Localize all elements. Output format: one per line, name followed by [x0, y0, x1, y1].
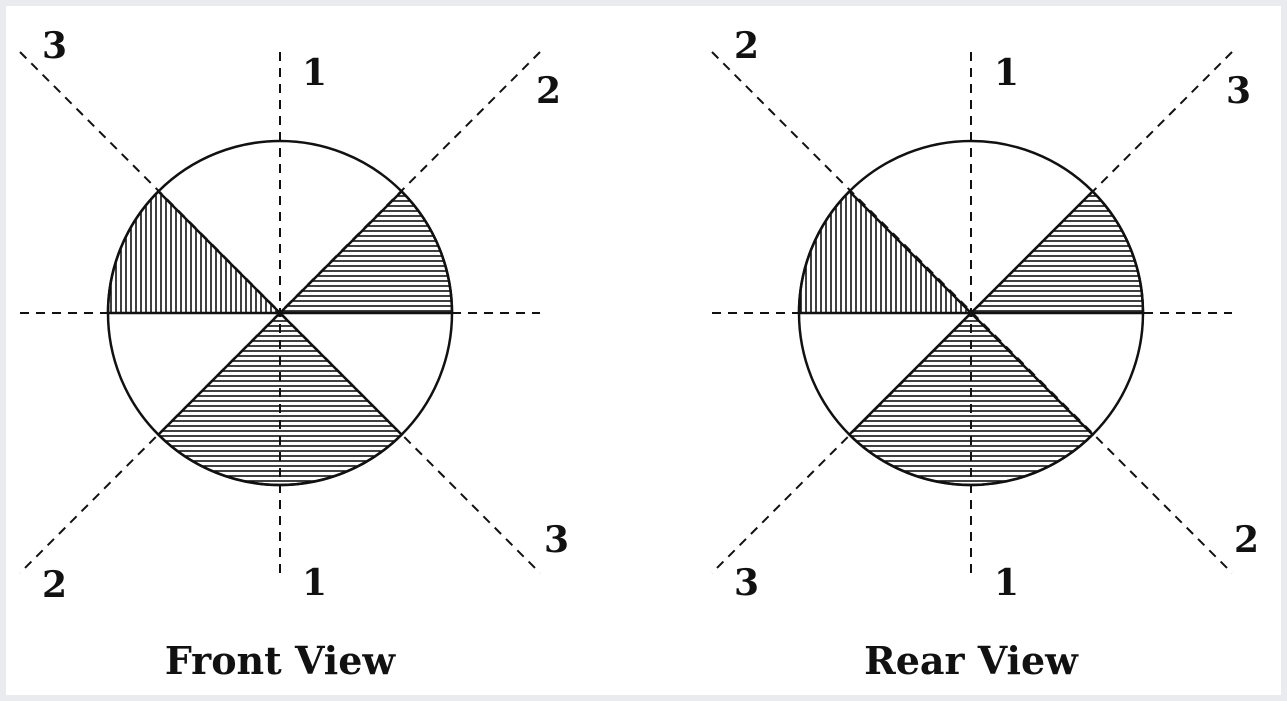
rear-view-title: Rear View	[864, 638, 1079, 683]
front-label-lower-left: 2	[42, 564, 67, 606]
rear-label-top: 1	[994, 52, 1019, 94]
front-view-title: Front View	[165, 638, 397, 683]
rear-label-bottom: 1	[994, 562, 1019, 604]
front-axis-lines	[19, 51, 541, 575]
front-axis-2	[19, 51, 541, 574]
figure-frame	[6, 6, 1281, 695]
rear-axis-3	[711, 51, 1233, 574]
rear-label-lower-right: 2	[1234, 519, 1259, 561]
rear-label-upper-right: 3	[1226, 70, 1251, 112]
rear-label-lower-left: 3	[734, 562, 759, 604]
front-label-bottom: 1	[302, 562, 327, 604]
front-label-upper-left: 3	[42, 25, 67, 67]
rear-sector-upper-left-vertical-hatch	[797, 189, 975, 315]
front-label-top: 1	[302, 52, 327, 94]
front-sector-upper-left-vertical-hatch	[106, 189, 284, 315]
rear-axis-lines	[711, 51, 1233, 575]
front-view: 1 1 3 3 2 2 Front View	[19, 25, 569, 683]
rear-sector-upper-right-horizontal-hatch	[967, 189, 1145, 315]
rear-view: 1 1 2 2 3 3 Rear View	[711, 25, 1259, 683]
rear-label-upper-left: 2	[734, 25, 759, 67]
front-label-upper-right: 2	[536, 70, 561, 112]
front-label-lower-right: 3	[544, 519, 569, 561]
front-sector-upper-right-horizontal-hatch	[276, 189, 454, 315]
